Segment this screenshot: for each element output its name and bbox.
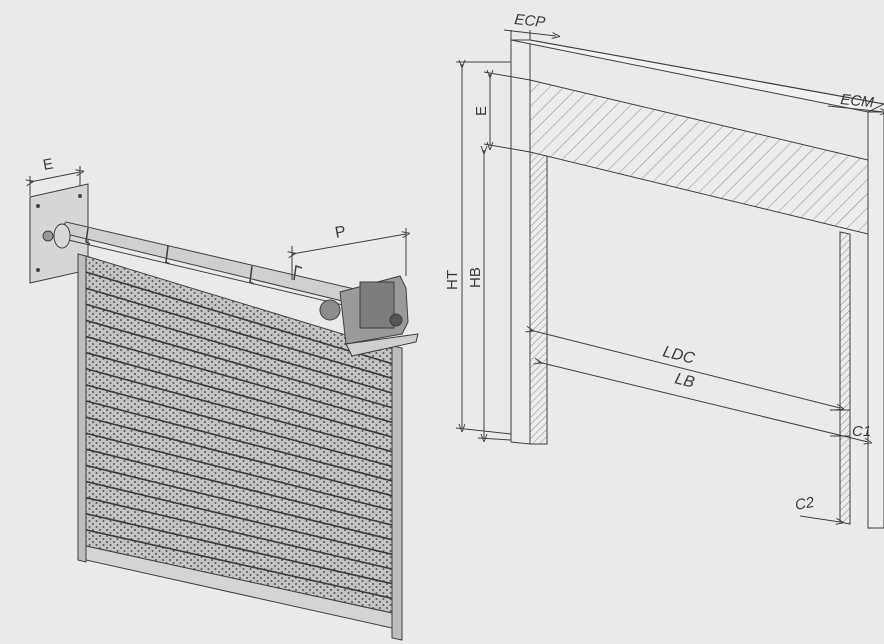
dimension-hb: HB xyxy=(467,150,512,440)
slat-line xyxy=(85,529,393,600)
slat-line xyxy=(85,480,393,556)
right-post xyxy=(867,111,884,529)
right-post-inner xyxy=(839,231,851,525)
lintel-top xyxy=(510,39,884,113)
left-post xyxy=(510,39,531,445)
slat-line xyxy=(85,335,393,424)
slat-line xyxy=(85,464,393,541)
slat-line xyxy=(85,432,393,512)
slat-line xyxy=(85,271,393,365)
right-guide-rail xyxy=(391,345,403,641)
dimension-c2: C2 xyxy=(794,494,840,522)
dimension-p: P xyxy=(292,223,406,280)
dimension-e-lintel: E xyxy=(473,72,531,153)
label-e-roller: E xyxy=(42,155,55,173)
label-c2: C2 xyxy=(794,494,816,514)
label-p: P xyxy=(334,223,347,242)
label-ht: HT xyxy=(444,270,461,290)
label-hb: HB xyxy=(467,267,484,288)
slat-line xyxy=(85,400,393,482)
lintel-face xyxy=(529,79,869,235)
slat-line xyxy=(85,512,393,585)
dimension-c1: C1 xyxy=(830,409,871,440)
slat-line xyxy=(85,351,393,438)
slat-line xyxy=(85,319,393,409)
slat-line xyxy=(85,416,393,497)
slat-line xyxy=(85,448,393,526)
slat-line xyxy=(85,287,393,380)
left-guide-rail xyxy=(77,253,87,563)
label-ecm: ECM xyxy=(840,91,875,111)
label-ecp: ECP xyxy=(514,11,546,31)
dimension-ecm: ECM xyxy=(827,91,884,112)
dimension-ht: HT xyxy=(444,62,512,435)
left-post-inner xyxy=(529,149,548,445)
dimension-e-roller: E xyxy=(30,155,80,196)
opening-frame-diagram: ECP ECM E HT HB LDC xyxy=(444,11,884,529)
curtain-slats xyxy=(85,271,393,600)
label-c1: C1 xyxy=(852,423,871,440)
label-e-lintel: E xyxy=(473,106,490,116)
dimension-lb: LB xyxy=(538,362,868,442)
label-lb: LB xyxy=(673,370,696,391)
slat-line xyxy=(85,368,393,453)
motor-unit xyxy=(319,275,419,357)
roller-shutter-assembly: E P xyxy=(30,155,419,641)
dimension-ecp: ECP xyxy=(503,11,556,40)
slat-line xyxy=(85,384,393,468)
slat-line xyxy=(85,303,393,394)
slat-line xyxy=(85,496,393,570)
dimension-ldc: LDC xyxy=(530,330,840,408)
